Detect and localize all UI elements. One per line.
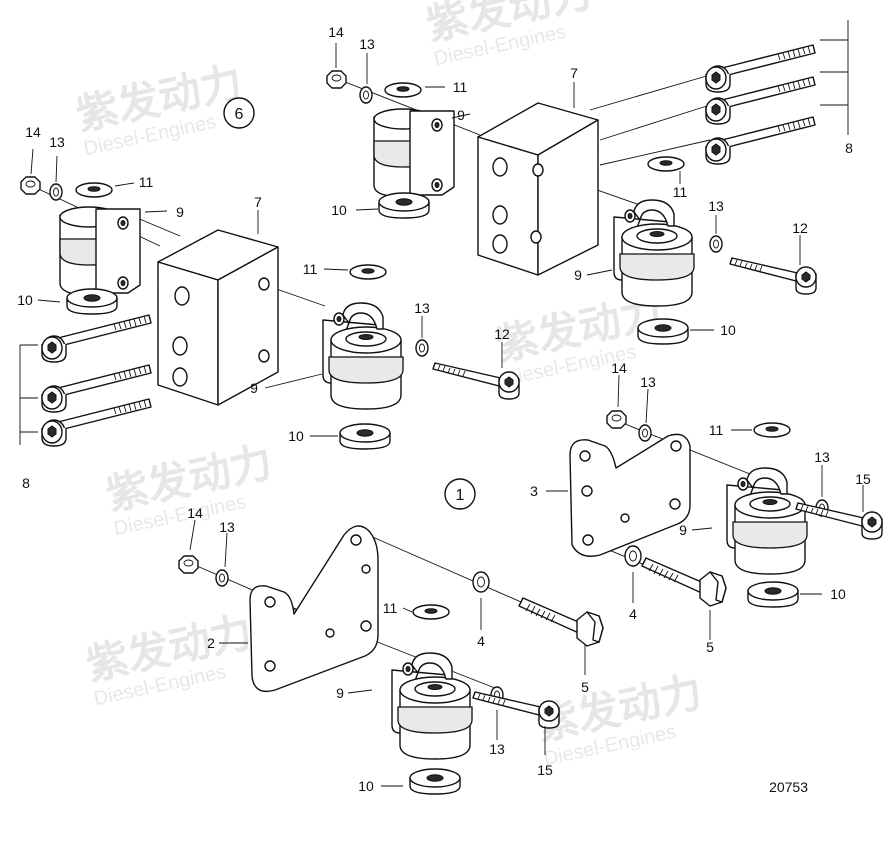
callout-label: 13: [814, 449, 830, 465]
rubber-mount: [613, 199, 695, 307]
lock-washer: [215, 569, 229, 587]
flat-washer: [384, 82, 422, 98]
callout-label: 4: [477, 633, 485, 649]
callout-label: 3: [530, 483, 538, 499]
callout-label: 5: [706, 639, 714, 655]
flat-washer-small: [624, 545, 642, 567]
callout-label: 14: [187, 505, 203, 521]
callout-label: 12: [792, 220, 808, 236]
callout-label: 14: [25, 124, 41, 140]
lock-washer: [415, 339, 429, 357]
rubber-pad: [637, 318, 689, 345]
callout-label: 4: [629, 606, 637, 622]
callout-label: 10: [720, 322, 736, 338]
rubber-mount: [391, 652, 473, 760]
callout-label: 10: [17, 292, 33, 308]
callout-label: 13: [219, 519, 235, 535]
lock-washer: [359, 86, 373, 104]
flat-washer: [412, 604, 450, 620]
mounting-block: [477, 102, 599, 276]
callout-label: 10: [288, 428, 304, 444]
callout-label: 13: [708, 198, 724, 214]
callout-label: 10: [358, 778, 374, 794]
callout-label: 7: [254, 194, 262, 210]
assembly-top-right: 14 13 11 9 7 10 8 11 13 12 9 10: [326, 20, 853, 345]
callout-label: 9: [176, 204, 184, 220]
callout-label: 9: [679, 522, 687, 538]
group-marker-label: 1: [456, 487, 465, 504]
callout-label: 7: [570, 65, 578, 81]
callout-label: 11: [383, 600, 398, 616]
cap-screw-short: [472, 691, 560, 729]
callout-label: 11: [303, 261, 318, 277]
hex-nut: [606, 410, 627, 429]
rubber-mount: [373, 108, 455, 198]
callout-label: 5: [581, 679, 589, 695]
callout-label: 10: [331, 202, 347, 218]
group-marker-label: 6: [235, 106, 244, 123]
callout-label: 10: [830, 586, 846, 602]
callout-label: 9: [336, 685, 344, 701]
callout-label: 9: [574, 267, 582, 283]
rubber-pad: [747, 581, 799, 608]
flat-washer: [349, 264, 387, 280]
callout-label: 2: [207, 635, 215, 651]
rubber-mount: [59, 206, 141, 296]
flat-washer: [753, 422, 791, 438]
callout-label: 14: [328, 24, 344, 40]
rubber-mount: [322, 302, 404, 410]
lock-washer: [709, 235, 723, 253]
callout-label: 11: [139, 174, 154, 190]
callout-label: 9: [250, 380, 258, 396]
rubber-pad: [409, 768, 461, 795]
cap-screw: [729, 257, 817, 295]
callout-label: 11: [673, 184, 688, 200]
callout-label: 15: [855, 471, 871, 487]
rubber-mount: [726, 467, 808, 575]
rubber-pad: [339, 423, 391, 450]
callout-label: 13: [489, 741, 505, 757]
mounting-block: [157, 229, 279, 406]
callout-label: 12: [494, 326, 510, 342]
hex-head-bolt: [641, 557, 727, 607]
callout-label: 11: [709, 422, 724, 438]
callout-label: 8: [22, 475, 30, 491]
drawing-number: 20753: [769, 779, 808, 795]
hex-nut: [326, 70, 347, 89]
assembly-left: 6: [17, 97, 520, 491]
callout-label: 13: [49, 134, 65, 150]
flat-washer: [75, 182, 113, 198]
lock-washer: [638, 424, 652, 442]
flat-washer-small: [472, 571, 490, 593]
assembly-bottom: 1 14 13: [178, 478, 604, 795]
hex-head-bolt: [518, 597, 604, 647]
cap-screw-long: [41, 314, 152, 363]
mounting-bracket: [249, 525, 379, 693]
callout-label: 15: [537, 762, 553, 778]
assembly-right-middle: 14 13 11 3 13 15 9 4 5 10: [530, 360, 883, 655]
callout-label: 13: [414, 300, 430, 316]
rubber-pad: [378, 192, 430, 219]
lock-washer: [49, 183, 63, 201]
hex-nut: [20, 176, 41, 195]
flat-washer: [647, 156, 685, 172]
callout-label: 8: [845, 140, 853, 156]
callout-label: 11: [453, 79, 468, 95]
group-marker: [223, 97, 255, 129]
callout-label: 9: [457, 107, 465, 123]
group-marker: [444, 478, 476, 510]
mounting-bracket: [569, 433, 691, 557]
callout-label: 13: [359, 36, 375, 52]
cap-screw-short: [795, 502, 883, 540]
hex-nut: [178, 555, 199, 574]
callout-label: 14: [611, 360, 627, 376]
callout-label: 13: [640, 374, 656, 390]
rubber-pad: [66, 288, 118, 315]
